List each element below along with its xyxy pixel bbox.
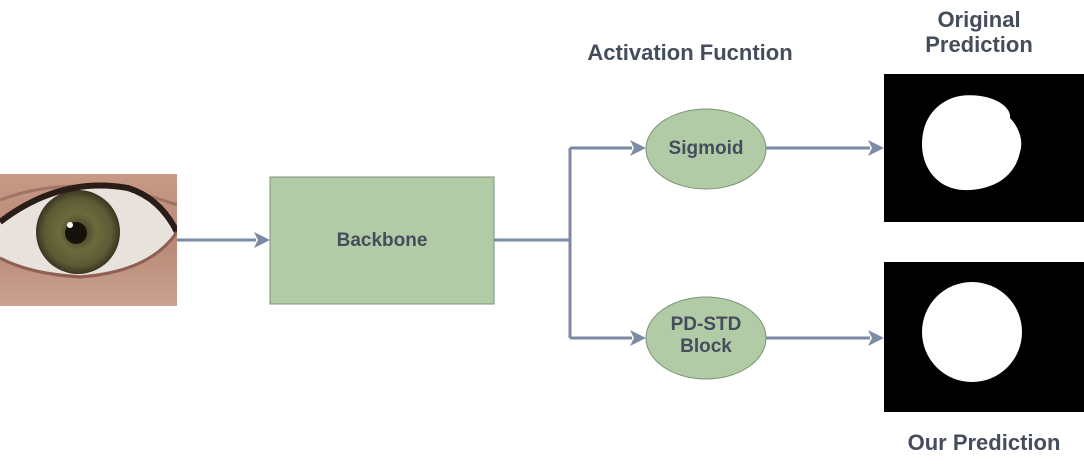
our-prediction-mask: [884, 262, 1084, 412]
arrow-to-pdstd: [570, 330, 646, 346]
our-prediction-title: Our Prediction: [907, 430, 1061, 455]
sigmoid-label: Sigmoid: [668, 138, 744, 159]
pdstd-label: PD-STD Block: [646, 314, 766, 358]
activation-function-heading: Activation Fucntion: [587, 40, 793, 65]
original-prediction-mask: [884, 74, 1084, 222]
original-prediction-title-line1: Original: [937, 7, 1021, 32]
backbone-label: Backbone: [336, 230, 428, 251]
arrow-pdstd-to-ours: [766, 330, 884, 346]
backbone-box: [269, 176, 495, 305]
pdstd-block-node: [645, 296, 767, 380]
branch-connector: [494, 148, 572, 338]
eye-input-image: [0, 174, 177, 306]
arrow-sigmoid-to-original: [766, 140, 884, 156]
arrow-to-sigmoid: [570, 140, 646, 156]
arrow-eye-to-backbone: [177, 232, 270, 248]
pdstd-label-line2: Block: [680, 335, 732, 357]
pdstd-label-line1: PD-STD: [670, 314, 742, 335]
original-prediction-title-line2: Prediction: [925, 32, 1033, 58]
original-prediction-title: Original Prediction: [884, 7, 1074, 58]
sigmoid-node: [645, 108, 767, 190]
